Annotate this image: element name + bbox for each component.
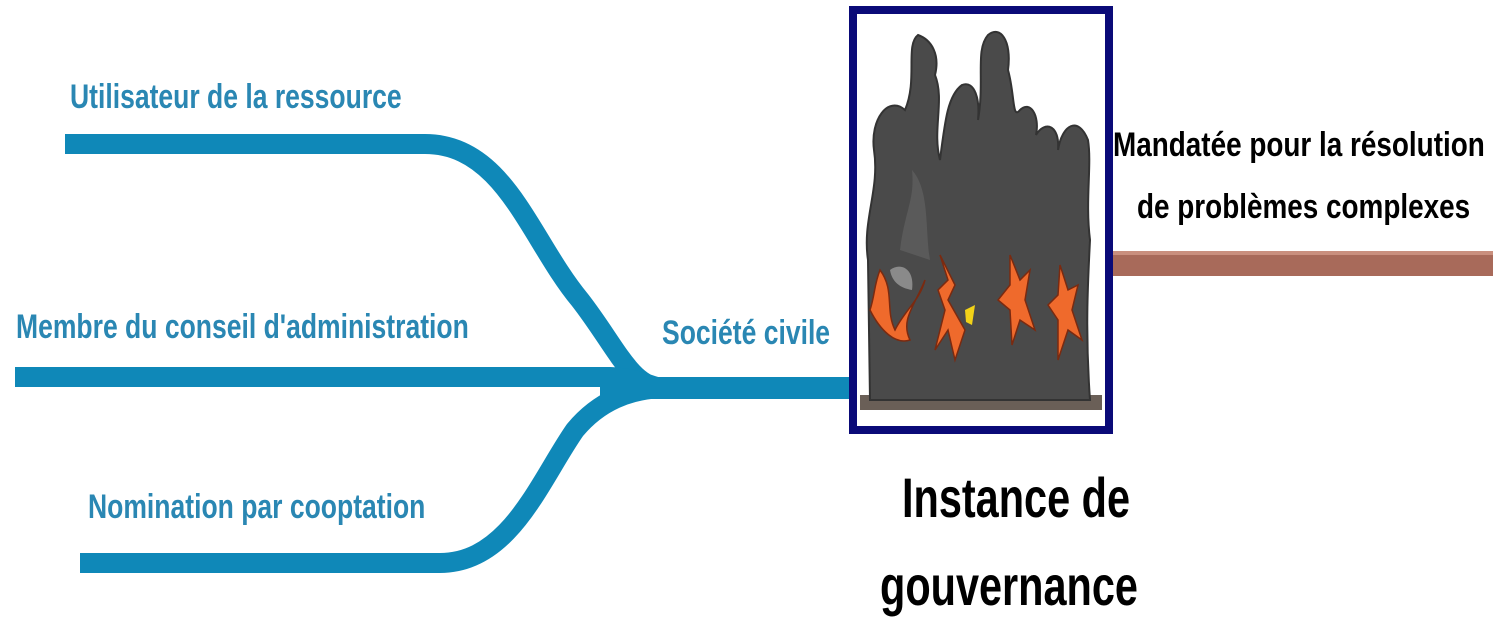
mandate-text-line-1: Mandatée pour la résolution <box>1113 126 1485 164</box>
governance-title-line-1: Instance de <box>902 466 1131 529</box>
branch-line-board <box>15 367 663 398</box>
branch-label-board: Membre du conseil d'administration <box>16 308 469 346</box>
mandate-text-line-2: de problèmes complexes <box>1137 188 1471 226</box>
flames-image-icon <box>849 6 1113 434</box>
branch-label-nomination: Nomination par cooptation <box>88 488 426 526</box>
governance-title-line-2: gouvernance <box>880 554 1138 617</box>
branch-line-user <box>65 134 662 398</box>
branch-line-nomination <box>80 378 661 573</box>
branch-label-user: Utilisateur de la ressource <box>70 78 402 116</box>
trunk-label: Société civile <box>662 314 831 352</box>
mandate-bar <box>1108 251 1493 276</box>
